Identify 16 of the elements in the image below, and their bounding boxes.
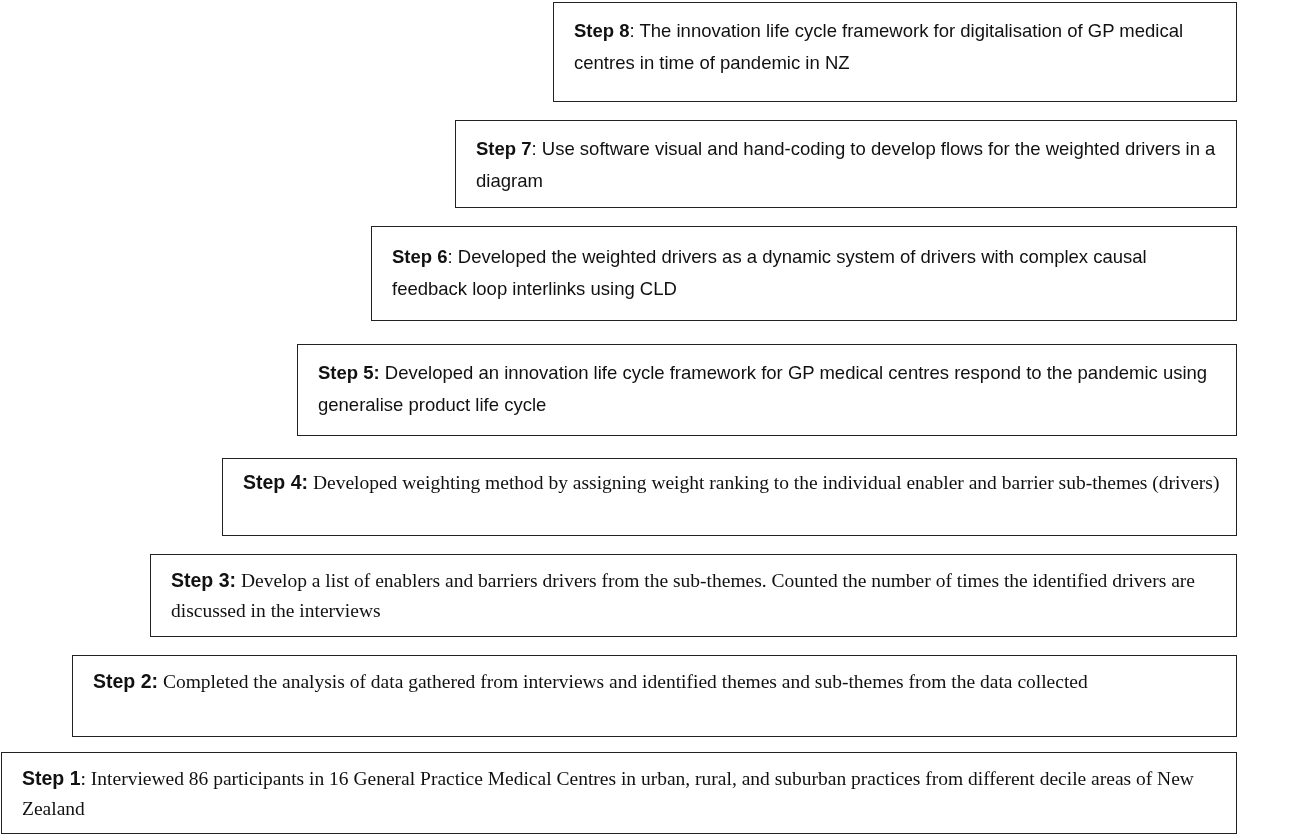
step-box [297,344,1237,436]
step-text: Step 7: Use software visual and hand-coding to develop flows for the weighted drivers in a diagram [476,138,1216,192]
step-text: Step 8: The innovation life cycle framework for digitalisation of GP medical centres in time of pandemic in NZ [574,20,1184,74]
step-text: Step 4: Developed weighting method by assigning weight ranking to the individual enabler and barrier sub-themes (drivers) [243,472,1220,493]
step-text: Step 1: Interviewed 86 participants in 16 General Practice Medical Centres in urban, rural, and suburban practices from different decile areas of New Zealand [22,768,1194,820]
step-box [455,120,1237,208]
step-text: Step 3: Develop a list of enablers and barriers drivers from the sub-themes. Counted the number of times the identified drivers are discussed in the interviews [171,570,1195,622]
step-box [371,226,1237,321]
step-box [72,655,1237,737]
step-box [1,752,1237,834]
step-box [150,554,1237,637]
step-text: Step 6: Developed the weighted drivers as a dynamic system of drivers with complex causal feedback loop interlinks using CLD [392,246,1147,300]
step-box [222,458,1237,536]
step-box [553,2,1237,102]
step-text: Step 5: Developed an innovation life cycle framework for GP medical centres respond to the pandemic using generalise product life cycle [318,362,1208,416]
step-text: Step 2: Completed the analysis of data gathered from interviews and identified themes and sub-themes from the data collected [93,671,1088,692]
